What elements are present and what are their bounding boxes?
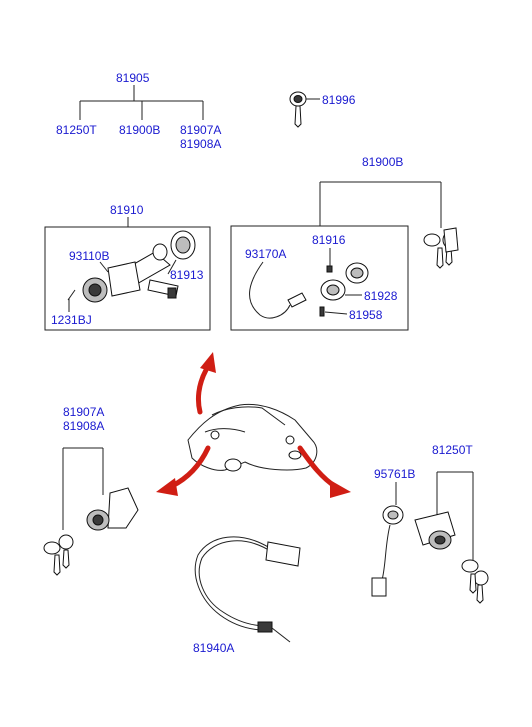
trunk-lock-cylinder-icon [86,487,139,531]
ignition-location-marker [210,430,220,440]
set-81907A-81908A: 81907A 81908A [43,405,139,576]
key-pair-icon [423,227,459,269]
part-label-81916: 81916 [312,233,346,247]
set-81250T: 81250T 95761B [371,443,489,604]
part-label-93170A: 93170A [245,247,286,261]
vehicle-outline [187,403,318,472]
part-label-95761B: 95761B [374,467,415,481]
part-label-81958: 81958 [349,308,383,322]
set-81905-tree: 81905 81250T 81900B 81907A 81908A [56,71,221,151]
part-label-81908A-left: 81908A [63,419,104,433]
key-81996: 81996 [289,91,356,128]
arrow-to-right [297,445,351,498]
part-label-81250T-right: 81250T [432,443,473,457]
assembly-81900B-box: 93170A 81916 81928 81958 [230,225,409,331]
part-label-81996: 81996 [322,93,356,107]
door-lock-cylinder-icon [249,248,369,319]
switch-harness-icon [371,505,404,597]
part-label-81913: 81913 [170,268,204,282]
key-pair-icon [461,559,489,604]
door-lock-cylinder-icon [414,511,456,550]
door-location-marker [285,435,295,445]
part-label-81908A: 81908A [180,137,221,151]
release-cable-81940A: 81940A [193,536,301,655]
part-label-81910: 81910 [110,203,144,217]
part-label-81900B-set: 81900B [362,155,403,169]
ignition-lock-icon [67,230,196,312]
arrow-to-top [195,352,216,415]
part-label-81905: 81905 [116,71,150,85]
part-label-81940A: 81940A [193,641,234,655]
part-label-81907A: 81907A [180,123,221,137]
assembly-81910: 81910 93110B 81913 1231BJ [44,203,211,331]
arrow-to-left [156,445,211,496]
set-81900B: 81900B [319,155,459,269]
part-label-81907A-left: 81907A [63,405,104,419]
part-label-81928: 81928 [364,289,398,303]
key-pair-icon [43,534,74,576]
part-label-81900B: 81900B [119,123,160,137]
part-label-1231BJ: 1231BJ [51,313,92,327]
part-label-81250T: 81250T [56,123,97,137]
part-label-93110B: 93110B [69,249,109,263]
